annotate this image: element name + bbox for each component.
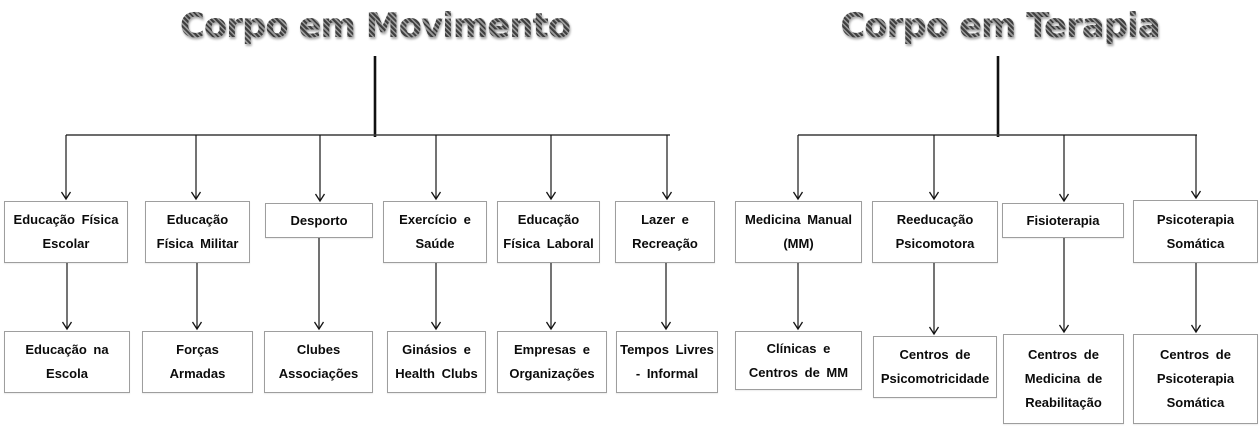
node-reeducacao-psicomotora: Reeducação Psicomotora	[872, 201, 998, 263]
node-psicoterapia-somatica: Psicoterapia Somática	[1133, 200, 1258, 263]
node-clinicas-e-centros-de-mm: Clínicas e Centros de MM	[735, 331, 862, 390]
node-educacao-fisica-militar: Educação Física Militar	[145, 201, 250, 263]
node-ginasios-e-health-clubs: Ginásios e Health Clubs	[387, 331, 486, 393]
node-fisioterapia: Fisioterapia	[1002, 203, 1124, 238]
node-educacao-na-escola: Educação na Escola	[4, 331, 130, 393]
node-centros-de-psicoterapia-somatica: Centros de Psicoterapia Somática	[1133, 334, 1258, 424]
node-clubes-associacoes: Clubes Associações	[264, 331, 373, 393]
node-desporto: Desporto	[265, 203, 373, 238]
node-exercicio-e-saude: Exercício e Saúde	[383, 201, 487, 263]
node-educacao-fisica-laboral: Educação Física Laboral	[497, 201, 600, 263]
node-forcas-armadas: Forças Armadas	[142, 331, 253, 393]
node-lazer-e-recreacao: Lazer e Recreação	[615, 201, 715, 263]
node-centros-de-medicina-reabilitacao: Centros de Medicina de Reabilitação	[1003, 334, 1124, 424]
node-tempos-livres-informal: Tempos Livres - Informal	[616, 331, 718, 393]
tree-title-corpo-em-terapia: Corpo em Terapia	[790, 6, 1210, 46]
node-centros-de-psicomotricidade: Centros de Psicomotricidade	[873, 336, 997, 398]
node-educacao-fisica-escolar: Educação Física Escolar	[4, 201, 128, 263]
node-medicina-manual-mm: Medicina Manual (MM)	[735, 201, 862, 263]
node-empresas-e-organizacoes: Empresas e Organizações	[497, 331, 607, 393]
tree-title-corpo-em-movimento: Corpo em Movimento	[165, 6, 585, 46]
